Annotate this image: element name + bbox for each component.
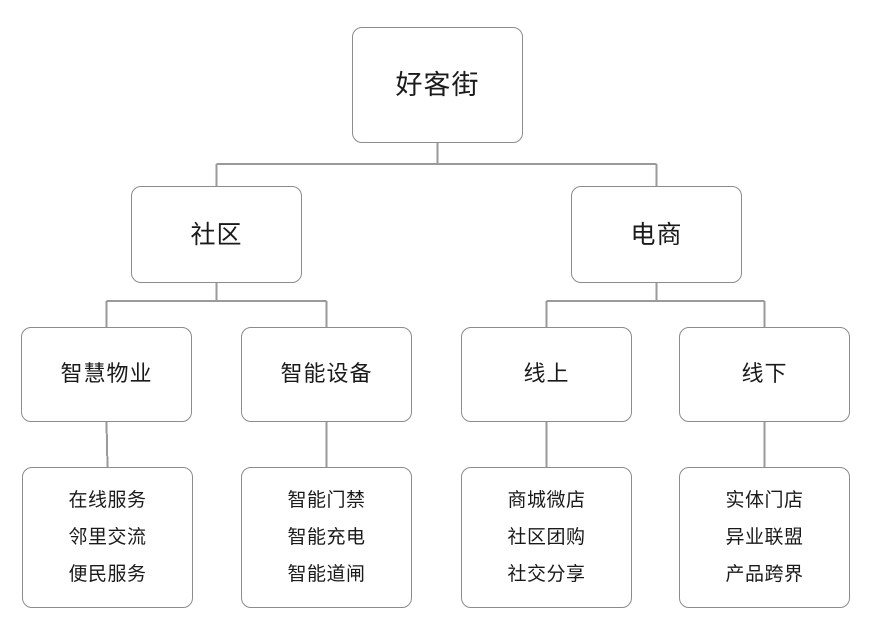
node-level2-0[interactable]: 社区: [131, 186, 302, 283]
node-label-line: 智能充电: [287, 526, 366, 548]
node-root[interactable]: 好客街: [352, 27, 523, 143]
node-level3-1[interactable]: 智能设备: [241, 327, 412, 422]
node-leaf-3[interactable]: 实体门店异业联盟产品跨界: [679, 467, 850, 608]
node-level2-1[interactable]: 电商: [571, 186, 742, 283]
node-level3-2[interactable]: 线上: [461, 327, 632, 422]
connector-l3-drop-0: [105, 421, 109, 468]
node-label-line: 产品跨界: [725, 563, 804, 585]
node-label-line: 智能道闸: [287, 563, 366, 585]
node-leaf-1[interactable]: 智能门禁智能充电智能道闸: [241, 467, 412, 608]
node-label-line: 异业联盟: [725, 526, 804, 548]
node-level3-3[interactable]: 线下: [679, 327, 850, 422]
node-label-line: 商城微店: [507, 489, 586, 511]
node-label-line: 实体门店: [725, 489, 804, 511]
node-label-line: 社交分享: [507, 563, 586, 585]
node-label-line: 社区团购: [507, 526, 586, 548]
node-label: 社区: [190, 220, 243, 249]
node-label: 线下: [741, 361, 788, 387]
node-label: 智慧物业: [60, 361, 153, 387]
node-label-line: 在线服务: [68, 489, 147, 511]
node-level3-0[interactable]: 智慧物业: [21, 327, 192, 422]
node-label: 电商: [630, 220, 683, 249]
node-leaf-0[interactable]: 在线服务邻里交流便民服务: [22, 467, 193, 608]
node-leaf-2[interactable]: 商城微店社区团购社交分享: [461, 467, 632, 608]
node-label: 线上: [523, 361, 570, 387]
node-label-line: 便民服务: [68, 563, 147, 585]
node-label-line: 邻里交流: [68, 526, 147, 548]
node-label: 好客街: [395, 69, 480, 101]
node-label: 智能设备: [280, 361, 373, 387]
node-label-line: 智能门禁: [287, 489, 366, 511]
